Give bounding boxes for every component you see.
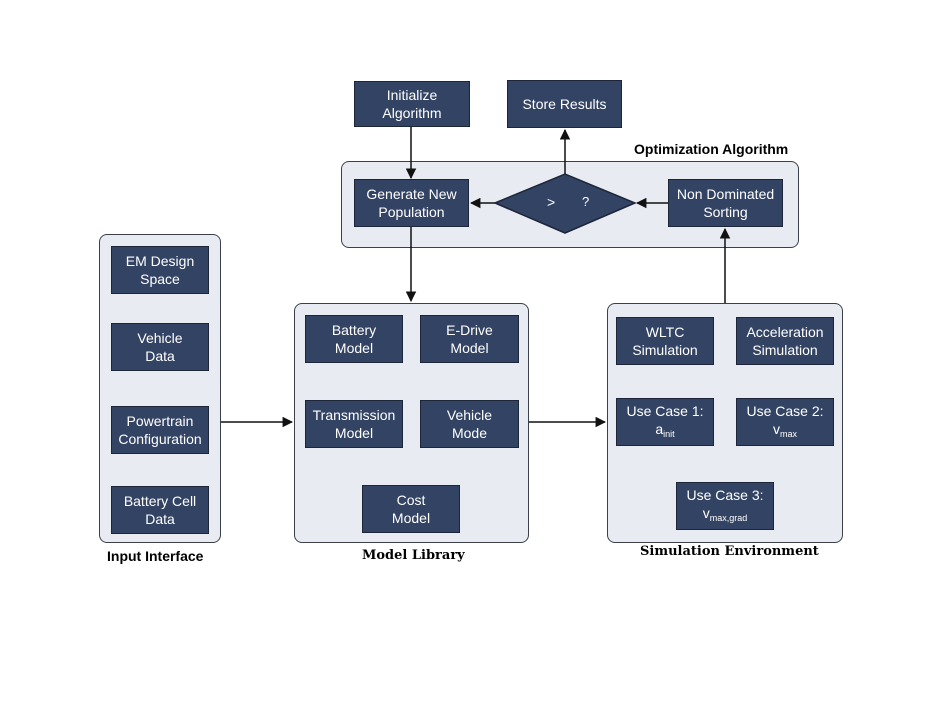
wltc-line2: Simulation [632, 342, 698, 358]
vehicle-mode-line1: Vehicle [446, 407, 493, 423]
transmission-model-line2: Model [334, 425, 374, 441]
acceleration-line2: Simulation [752, 342, 818, 358]
cost-model-line2: Model [391, 510, 431, 526]
use-case-1-box: Use Case 1: ainit [616, 398, 714, 446]
decision-question: ? [582, 194, 590, 209]
use-case-1-title: Use Case 1: [626, 402, 704, 419]
decision-diamond [493, 173, 637, 234]
decision-symbol: > [547, 194, 556, 210]
use-case-3-var: vmax,grad [703, 504, 748, 527]
acceleration-line1: Acceleration [746, 324, 824, 340]
use-case-2-title: Use Case 2: [746, 402, 824, 419]
use-case-1-symbol: a [655, 420, 664, 437]
vehicle-data-line2: Data [145, 348, 175, 364]
cost-model-line1: Cost [396, 492, 426, 508]
use-case-2-symbol: v [772, 420, 780, 437]
powertrain-configuration-box: Powertrain Configuration [111, 406, 209, 454]
battery-cell-line2: Data [145, 511, 175, 527]
optimization-algorithm-label: Optimization Algorithm [634, 141, 789, 157]
generate-line1: Generate New [366, 186, 457, 202]
input-interface-label: Input Interface [107, 548, 204, 564]
use-case-1-var: ainit [655, 420, 674, 443]
vehicle-mode-line2: Mode [451, 425, 488, 441]
vehicle-data-line1: Vehicle [137, 330, 183, 346]
battery-model-box: Battery Model [305, 315, 403, 363]
store-results-box: Store Results [507, 80, 622, 128]
vehicle-mode-box: Vehicle Mode [420, 400, 519, 448]
use-case-3-title: Use Case 3: [686, 486, 764, 503]
simulation-environment-label: Simulation Environment [640, 544, 819, 559]
vehicle-data-box: Vehicle Data [111, 323, 209, 371]
transmission-model-line1: Transmission [312, 407, 396, 423]
use-case-2-box: Use Case 2: vmax [736, 398, 834, 446]
edrive-model-box: E-Drive Model [420, 315, 519, 363]
use-case-2-var: vmax [773, 420, 797, 443]
em-design-line2: Space [140, 271, 180, 287]
powertrain-line1: Powertrain [126, 413, 194, 429]
battery-cell-data-box: Battery Cell Data [111, 486, 209, 534]
initialize-algorithm-box: Initialize Algorithm [354, 81, 470, 127]
initialize-line1: Initialize [386, 87, 438, 103]
use-case-3-symbol: v [702, 504, 710, 521]
battery-cell-line1: Battery Cell [123, 493, 197, 509]
use-case-2-subscript: max [779, 428, 797, 439]
battery-model-line1: Battery [331, 322, 377, 338]
powertrain-line2: Configuration [118, 431, 202, 447]
em-design-space-box: EM Design Space [111, 246, 209, 294]
edrive-model-line1: E-Drive [446, 322, 493, 338]
acceleration-simulation-box: Acceleration Simulation [736, 317, 834, 365]
model-library-label: Model Library [362, 548, 465, 563]
cost-model-box: Cost Model [362, 485, 460, 533]
wltc-simulation-box: WLTC Simulation [616, 317, 714, 365]
use-case-3-subscript: max,grad [709, 512, 748, 523]
generate-population-box: Generate New Population [354, 179, 469, 227]
store-results-label: Store Results [522, 96, 607, 112]
edrive-model-line2: Model [450, 340, 489, 356]
em-design-line1: EM Design [125, 253, 195, 269]
transmission-model-box: Transmission Model [305, 400, 403, 448]
wltc-line1: WLTC [645, 324, 685, 340]
generate-line2: Population [378, 204, 445, 220]
battery-model-line2: Model [334, 340, 374, 356]
initialize-line2: Algorithm [382, 105, 442, 121]
sorting-line2: Sorting [703, 204, 748, 220]
use-case-1-subscript: init [663, 428, 675, 439]
non-dominated-sorting-box: Non Dominated Sorting [668, 179, 783, 227]
sorting-line1: Non Dominated [676, 186, 775, 202]
use-case-3-box: Use Case 3: vmax,grad [676, 482, 774, 530]
